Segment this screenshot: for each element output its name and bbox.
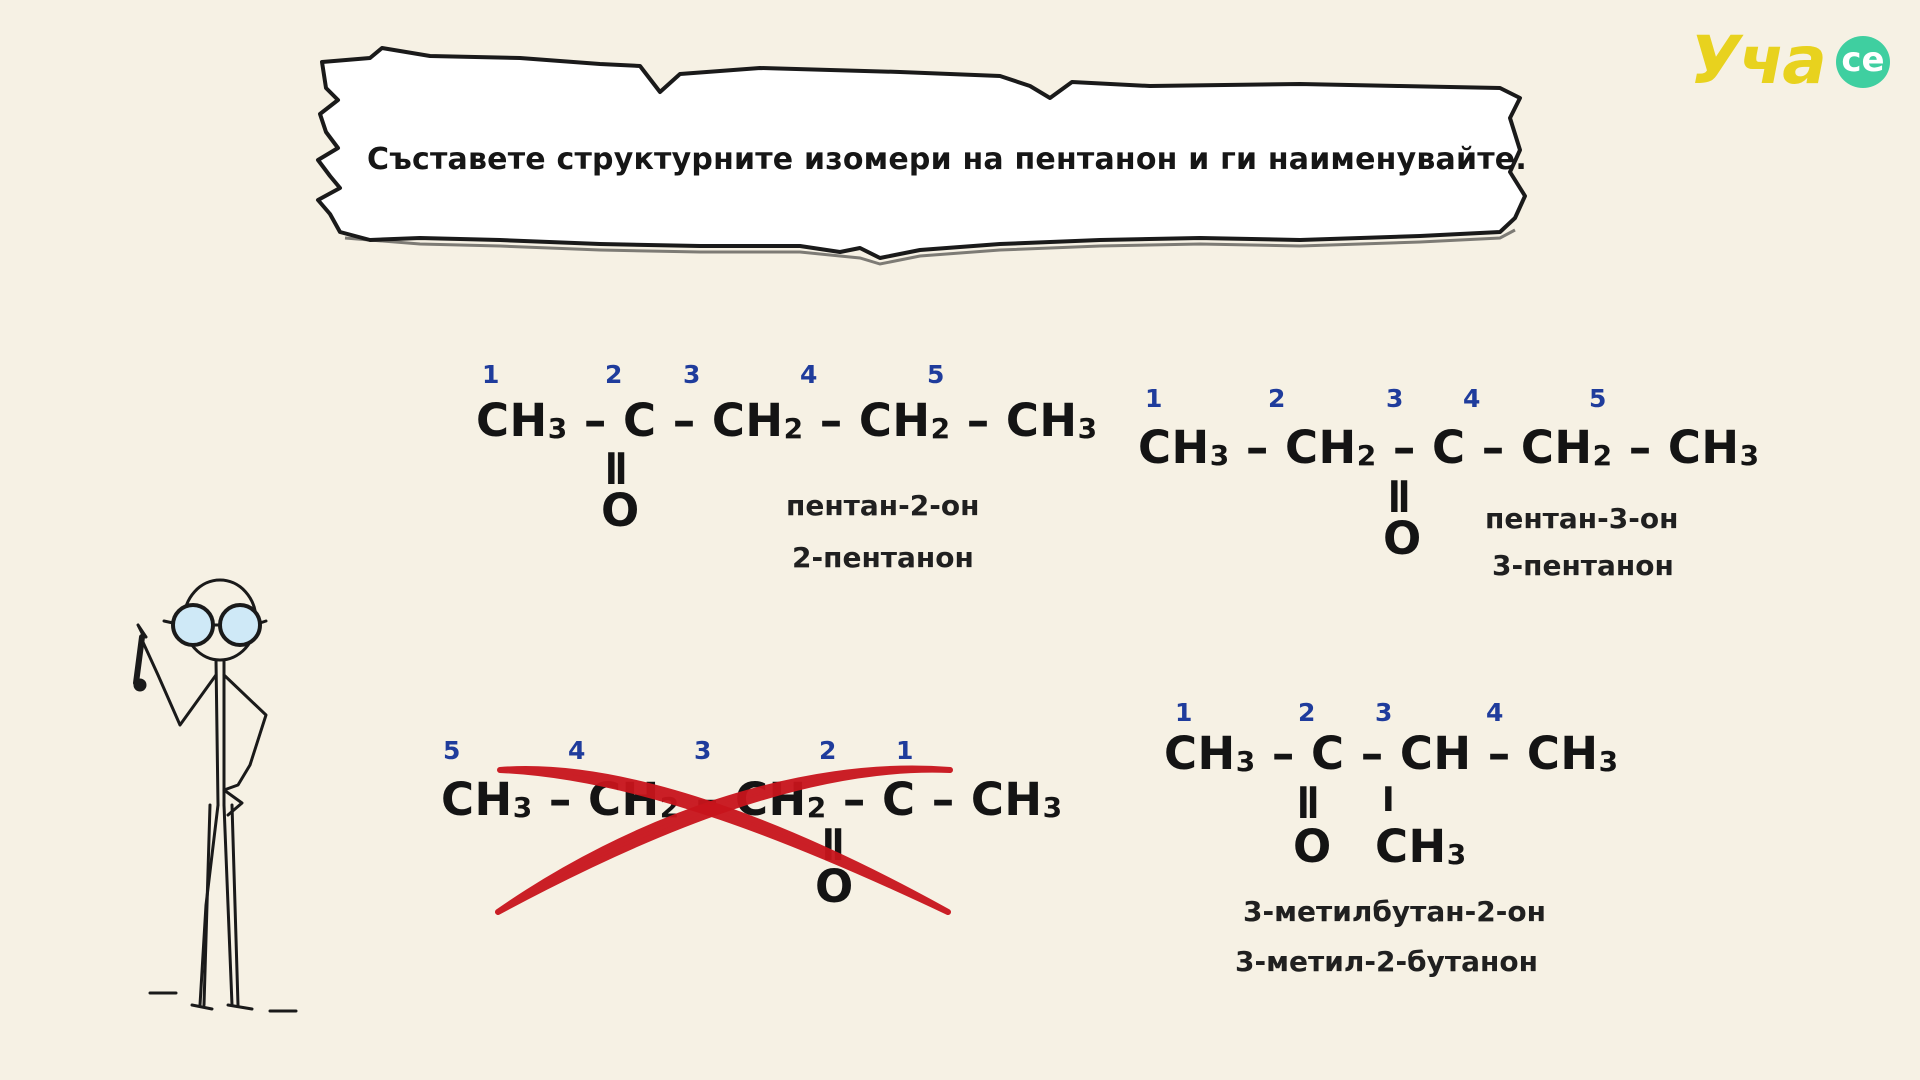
isomer-2-iupac-name: пентан-3-он [1485, 502, 1679, 535]
oxygen-atom: O [601, 484, 640, 537]
carbon-number: 3 [694, 736, 712, 765]
carbon-number: 1 [1145, 384, 1163, 413]
carbon-number: 2 [819, 736, 837, 765]
red-cross-out-mark [495, 765, 953, 915]
carbon-number: 1 [482, 360, 500, 389]
isomer-1-common-name: 2-пентанон [792, 541, 974, 574]
carbon-number: 4 [1463, 384, 1481, 413]
carbon-number: 1 [896, 736, 914, 765]
task-instruction: Съставете структурните изомери на пентан… [367, 142, 1527, 177]
stick-figure-illustration [133, 578, 298, 1013]
brand-logo: Уча [1690, 22, 1827, 99]
carbon-number: 3 [1386, 384, 1404, 413]
isomer-4-common-name: 3-метил-2-бутанон [1235, 945, 1538, 978]
isomer-1-iupac-name: пентан-2-он [786, 489, 980, 522]
carbon-number: 1 [1175, 698, 1193, 727]
carbon-number: 5 [927, 360, 945, 389]
double-bond: ǁ [1388, 474, 1411, 514]
carbon-number: 2 [1268, 384, 1286, 413]
isomer-4-formula: CH3 – C – CH – CH3 [1164, 727, 1619, 780]
branch-single-bond: I [1382, 780, 1395, 820]
carbon-number: 3 [1375, 698, 1393, 727]
carbon-number: 2 [605, 360, 623, 389]
carbon-number: 3 [683, 360, 701, 389]
oxygen-atom: O [1383, 512, 1422, 565]
isomer-4-iupac-name: 3-метилбутан-2-он [1243, 895, 1546, 928]
carbon-number: 4 [568, 736, 586, 765]
carbon-number: 4 [1486, 698, 1504, 727]
double-bond: ǁ [605, 446, 628, 486]
methyl-branch: CH3 [1375, 820, 1467, 873]
isomer-2-common-name: 3-пентанон [1492, 549, 1674, 582]
carbon-number: 4 [800, 360, 818, 389]
isomer-1-formula: CH3 – C – CH2 – CH2 – CH3 [476, 394, 1098, 447]
oxygen-atom: O [1293, 820, 1332, 873]
carbon-number: 2 [1298, 698, 1316, 727]
carbon-number: 5 [443, 736, 461, 765]
double-bond: ǁ [1297, 780, 1320, 820]
isomer-2-formula: CH3 – CH2 – C – CH2 – CH3 [1138, 421, 1760, 474]
brand-logo-badge: се [1836, 36, 1890, 88]
carbon-number: 5 [1589, 384, 1607, 413]
